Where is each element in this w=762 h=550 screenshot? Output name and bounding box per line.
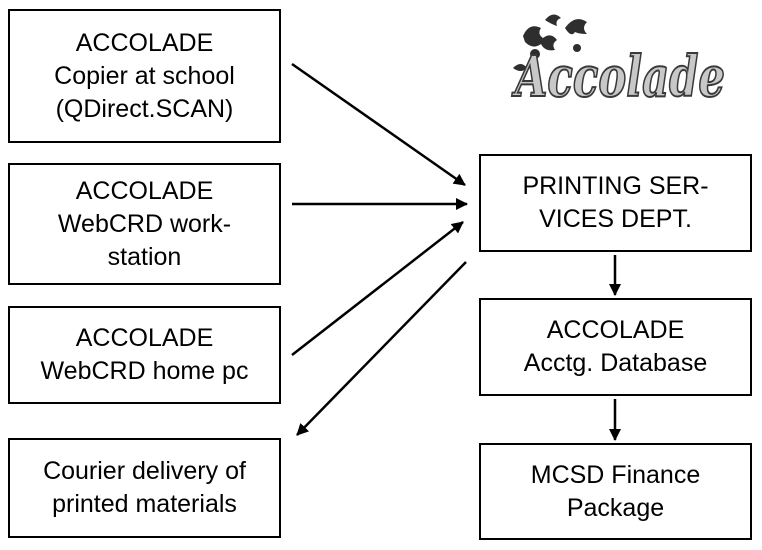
box-line: VICES DEPT. <box>539 205 692 233</box>
box-line: (QDirect.SCAN) <box>55 94 234 123</box>
webcrd-home-pc-box: ACCOLADE WebCRD home pc <box>8 306 281 404</box>
arrow-homepc-to-printing <box>291 221 464 356</box>
box-line: Acctg. Database <box>523 349 708 377</box>
logo-ornament <box>513 14 587 71</box>
arrow-copier-to-printing <box>291 62 466 187</box>
copier-at-school-box: ACCOLADE Copier at school (QDirect.SCAN) <box>8 9 281 143</box>
box-line: WebCRD work- <box>57 209 232 238</box>
box-line: printed materials <box>52 490 237 518</box>
box-line: Courier delivery of <box>43 457 246 485</box>
arrow-printing-to-courier <box>296 261 467 436</box>
box-line: ACCOLADE <box>75 324 214 352</box>
box-line: station <box>107 242 182 271</box>
box-line: ACCOLADE <box>546 316 685 344</box>
printing-services-box: PRINTING SER- VICES DEPT. <box>479 154 752 252</box>
box-line: Package <box>566 493 665 522</box>
box-line: WebCRD home pc <box>40 357 249 385</box>
box-line: PRINTING SER- <box>522 172 709 200</box>
box-line: Copier at school <box>54 61 235 90</box>
box-line: ACCOLADE <box>75 176 214 205</box>
acctg-database-box: ACCOLADE Acctg. Database <box>479 298 752 396</box>
box-line: MCSD Finance <box>530 460 701 489</box>
box-line: ACCOLADE <box>75 28 214 57</box>
accolade-logo: Accolade <box>510 14 726 111</box>
logo-text: Accolade <box>511 44 725 110</box>
courier-delivery-box: Courier delivery of printed materials <box>8 438 281 538</box>
webcrd-workstation-box: ACCOLADE WebCRD work- station <box>8 163 281 285</box>
finance-package-box: MCSD Finance Package <box>479 443 752 540</box>
